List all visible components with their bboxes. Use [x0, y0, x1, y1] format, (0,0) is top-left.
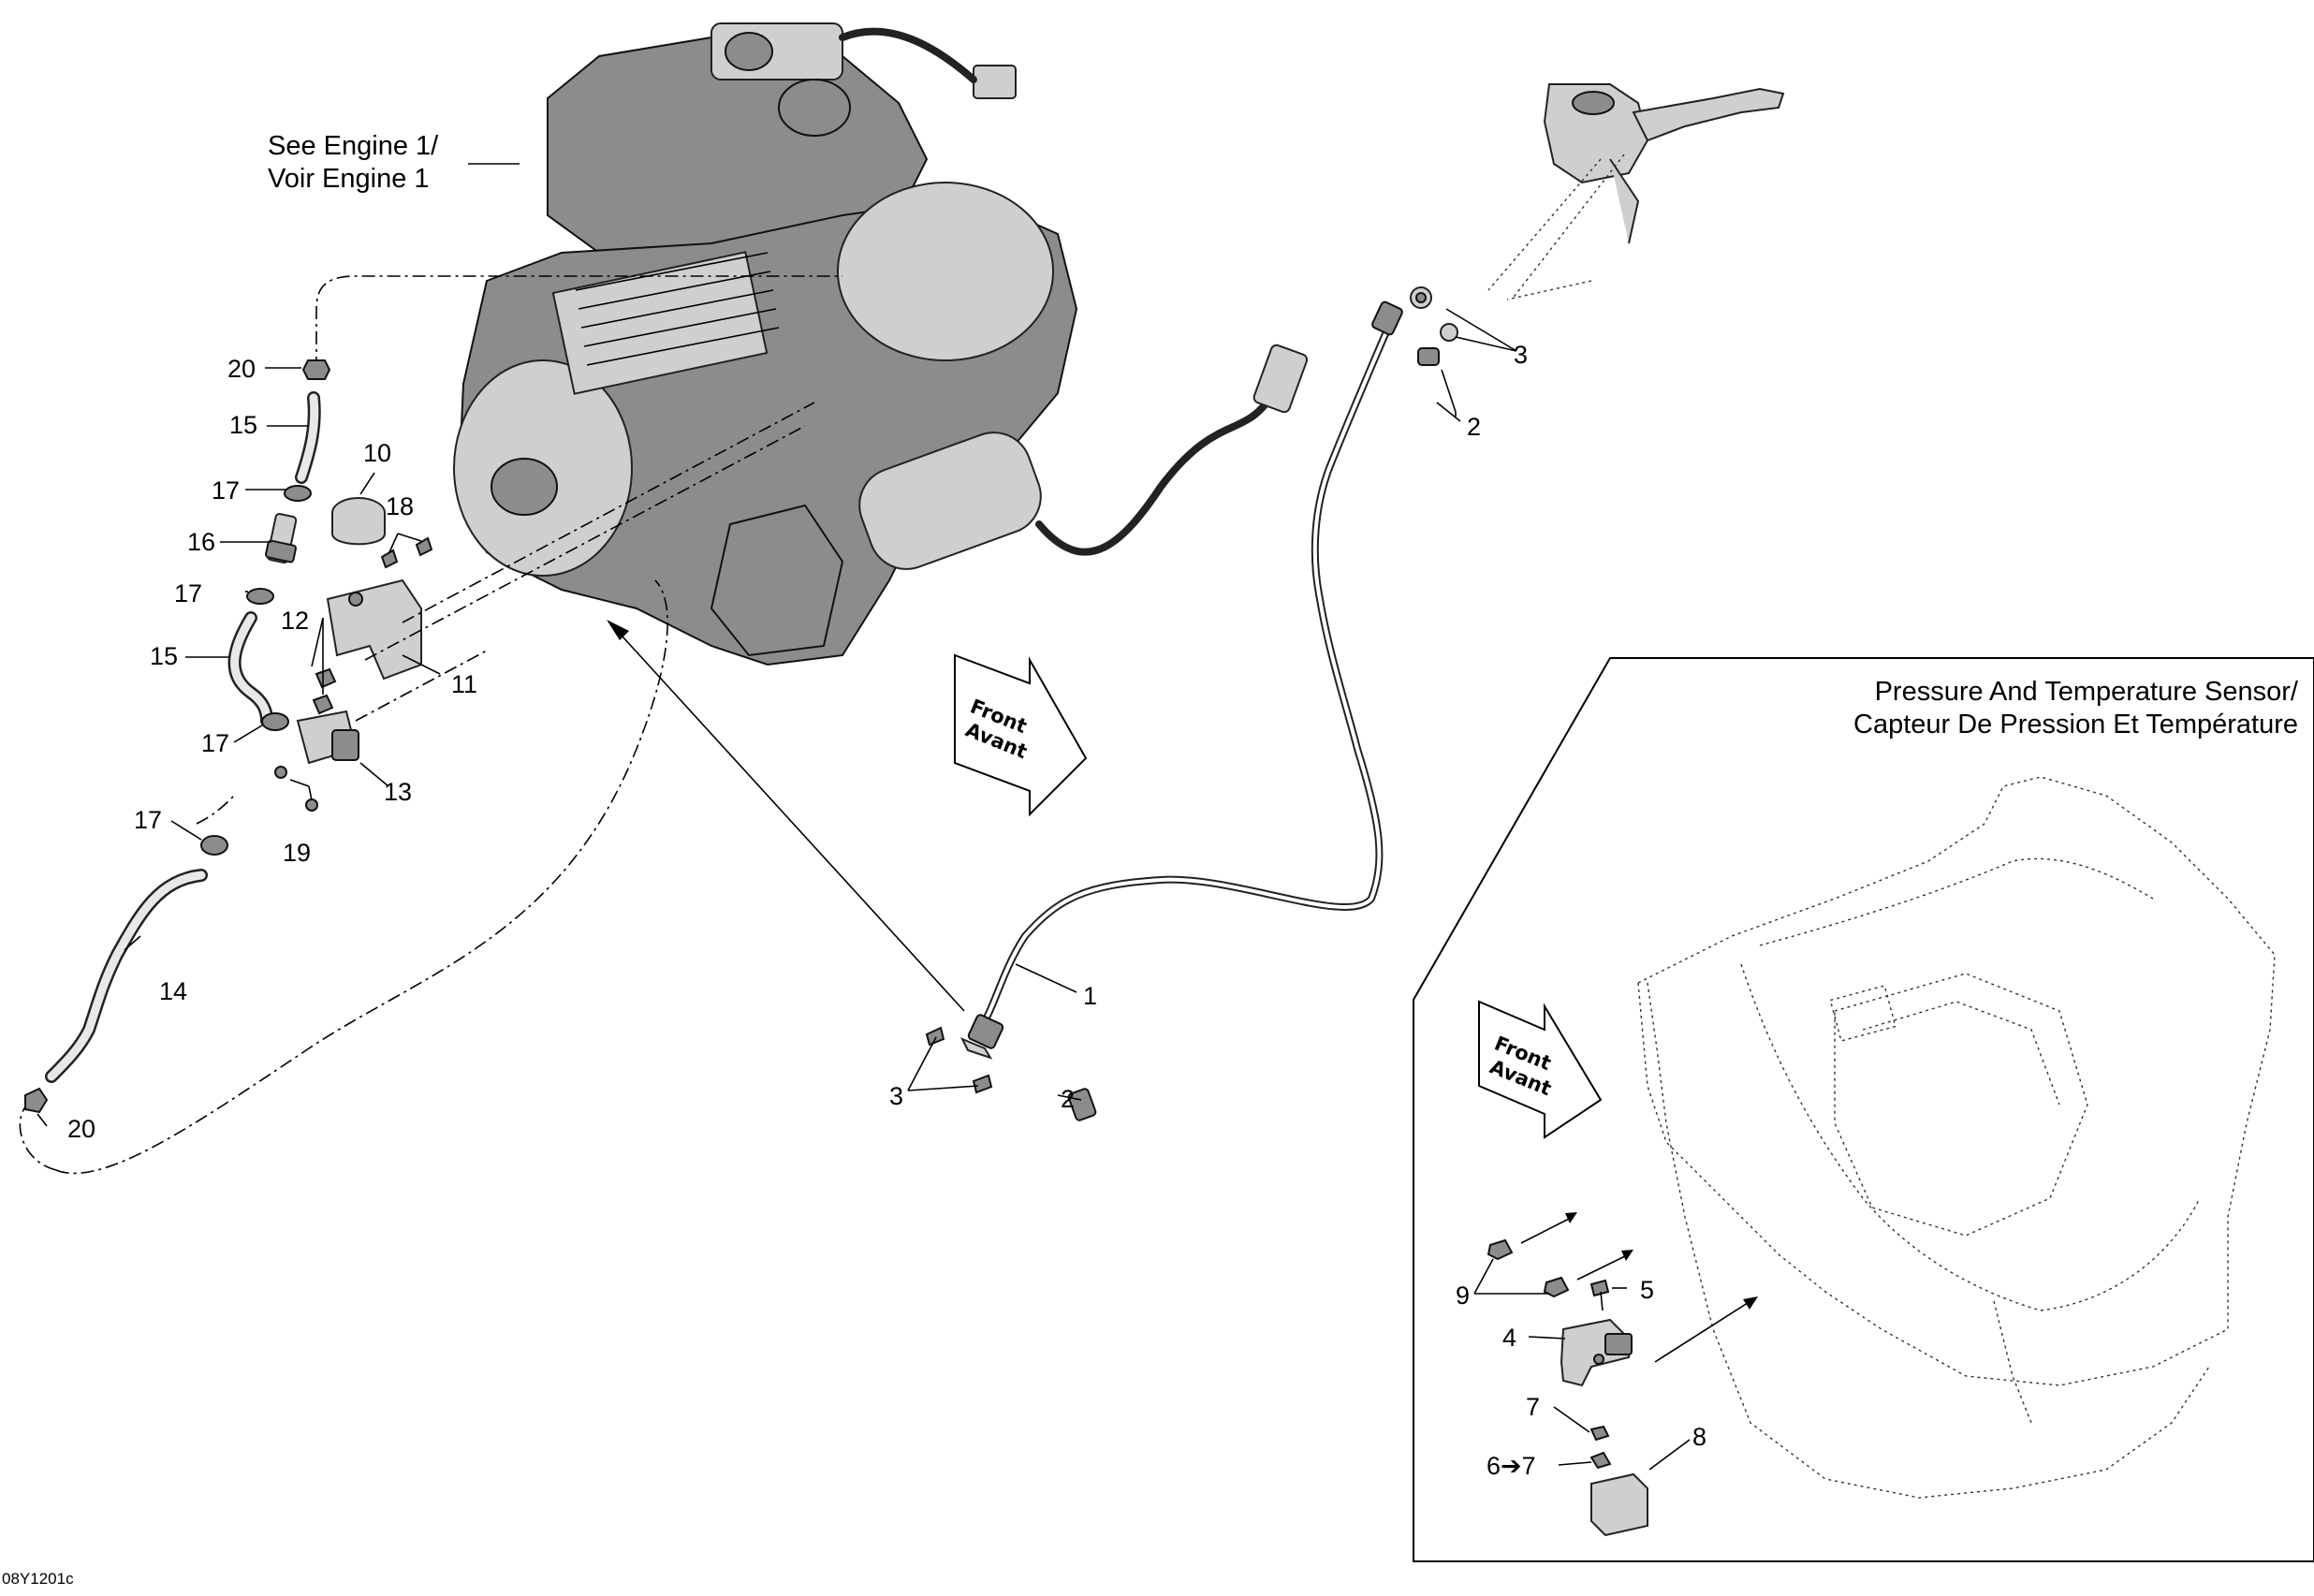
front-arrow-inset: Front Avant — [1478, 1000, 1603, 1139]
callout-numbers: 1 2 2 3 3 4 5 6➔7 7 8 9 10 11 12 13 14 1… — [67, 341, 1706, 1480]
sensor-title-line2: Capteur De Pression Et Température — [1853, 710, 2298, 739]
part-6-grommet — [1589, 1451, 1612, 1470]
callout-15-lower: 15 — [150, 642, 178, 670]
callout-14: 14 — [159, 977, 187, 1005]
callout-7: 7 — [1526, 1393, 1540, 1421]
part-13-solenoid — [274, 710, 359, 812]
callout-6-7: 6➔7 — [1487, 1452, 1536, 1480]
sensor-inset-panel: Pressure And Temperature Sensor/ Capteur… — [1413, 657, 2314, 1562]
part-4-sensor — [1560, 1318, 1633, 1387]
callout-1: 1 — [1083, 982, 1097, 1010]
engine-assembly — [453, 22, 1309, 666]
engine-reference-caption: See Engine 1/ Voir Engine 1 — [268, 131, 520, 194]
callout-20-upper: 20 — [227, 355, 256, 383]
drawing-code: 08Y1201c — [2, 1570, 74, 1588]
sensor-title-line1: Pressure And Temperature Sensor/ — [1875, 677, 2299, 707]
part-16-check-valve — [265, 513, 298, 564]
part-20-upper-clamp — [301, 359, 331, 380]
part-9-grommet-b — [1543, 1276, 1570, 1298]
callout-17-b: 17 — [174, 579, 202, 608]
vent-hose-group — [19, 275, 842, 1175]
callout-20-lower: 20 — [67, 1115, 95, 1143]
callout-4: 4 — [1502, 1324, 1516, 1352]
callout-10: 10 — [363, 439, 391, 467]
callout-3-upper: 3 — [1514, 341, 1528, 369]
part-7-grommet — [1589, 1425, 1610, 1442]
callout-8: 8 — [1692, 1423, 1706, 1451]
callout-12: 12 — [281, 607, 309, 635]
part-10-accumulator — [331, 497, 386, 546]
callout-17-c: 17 — [201, 729, 229, 757]
callout-11: 11 — [451, 670, 477, 698]
callout-17-a: 17 — [212, 476, 240, 505]
callout-9: 9 — [1456, 1281, 1470, 1310]
part-1-throttle-cable — [607, 83, 1785, 1121]
engine-ref-line1: See Engine 1/ — [268, 131, 439, 161]
callout-15-upper: 15 — [229, 411, 257, 439]
part-9-grommet-a — [1487, 1238, 1514, 1261]
callout-3-lower: 3 — [889, 1082, 903, 1110]
front-arrow-engine: Front Avant — [954, 653, 1088, 817]
callout-18: 18 — [386, 492, 414, 520]
part-8-foam-block — [1590, 1472, 1648, 1537]
callout-13: 13 — [384, 778, 412, 806]
airbox-housing — [1637, 776, 2276, 1499]
callout-2-lower: 2 — [1061, 1085, 1075, 1113]
callout-17-d: 17 — [134, 806, 162, 834]
callout-19: 19 — [283, 839, 311, 867]
engine-ref-line2: Voir Engine 1 — [268, 164, 430, 194]
callout-5: 5 — [1640, 1276, 1654, 1304]
callout-16: 16 — [187, 528, 215, 556]
part-5-screw — [1589, 1279, 1610, 1311]
part-11-bracket — [326, 578, 422, 681]
callout-2-upper: 2 — [1467, 413, 1481, 441]
